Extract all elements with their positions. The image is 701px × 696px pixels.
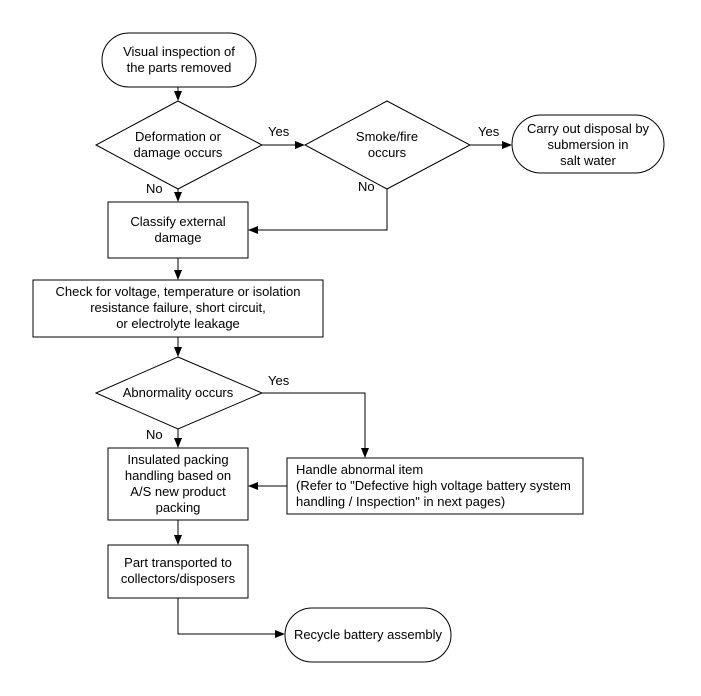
disposal-terminal [511, 114, 665, 174]
handle-line: Handle abnormal item [296, 462, 424, 477]
smoke-no-label: No [358, 179, 375, 194]
abnormality-label: Abnormality occurs [108, 385, 248, 401]
start-label: Visual inspection of the parts removed [102, 44, 256, 76]
check-process [32, 279, 324, 338]
abnormality-no-label: No [146, 427, 163, 442]
handle-line: handling / Inspection" in next pages) [296, 494, 506, 509]
check-line: Check for voltage, temperature or isolat… [55, 284, 301, 299]
abnormality-yes-label: Yes [268, 373, 290, 388]
deformation-yes-label: Yes [268, 124, 290, 139]
disposal-line: Carry out disposal by [526, 121, 650, 136]
deformation-label: Deformation or damage occurs [118, 129, 238, 161]
recycle-line: Recycle battery assembly [293, 627, 443, 642]
classify-line: Classify external [130, 214, 226, 229]
check-line: resistance failure, short circuit, [90, 300, 266, 315]
classify-line: damage [154, 230, 202, 245]
transport-line: collectors/disposers [120, 571, 236, 586]
transport-line: Part transported to [124, 555, 232, 570]
disposal-line: salt water [560, 153, 616, 168]
smoke-yes-label: Yes [478, 124, 500, 139]
handle-process [286, 457, 584, 515]
deformation-line: Deformation or [135, 129, 221, 144]
packing-line: handling based on [124, 468, 232, 483]
transport-label: Part transported to collectors/disposers [108, 555, 248, 587]
packing-line: Insulated packing [127, 452, 229, 467]
packing-process [107, 447, 249, 521]
packing-label: Insulated packing handling based on A/S … [108, 452, 248, 516]
start-terminal [101, 32, 257, 88]
disposal-label: Carry out disposal by submersion in salt… [512, 121, 664, 169]
start-line: the parts removed [126, 60, 232, 75]
handle-label: Handle abnormal item (Refer to "Defectiv… [296, 462, 580, 510]
check-label: Check for voltage, temperature or isolat… [33, 284, 323, 332]
recycle-terminal [284, 607, 452, 663]
recycle-label: Recycle battery assembly [285, 627, 451, 643]
arrow-abnormality-yes [262, 392, 369, 458]
abnormality-line: Abnormality occurs [122, 385, 234, 400]
deformation-line: damage occurs [133, 145, 223, 160]
smoke-line: occurs [367, 145, 407, 160]
check-line: or electrolyte leakage [116, 316, 240, 331]
handle-line: (Refer to "Defective high voltage batter… [296, 478, 571, 493]
start-line: Visual inspection of [123, 44, 235, 59]
arrow-transport-to-recycle [177, 598, 285, 638]
classify-label: Classify external damage [108, 214, 248, 246]
packing-line: A/S new product [130, 484, 226, 499]
arrow-smoke-no [248, 189, 388, 234]
deformation-no-label: No [146, 181, 163, 196]
smoke-line: Smoke/fire [355, 129, 419, 144]
disposal-line: submersion in [547, 137, 629, 152]
packing-line: packing [155, 500, 201, 515]
smoke-label: Smoke/fire occurs [327, 129, 447, 161]
